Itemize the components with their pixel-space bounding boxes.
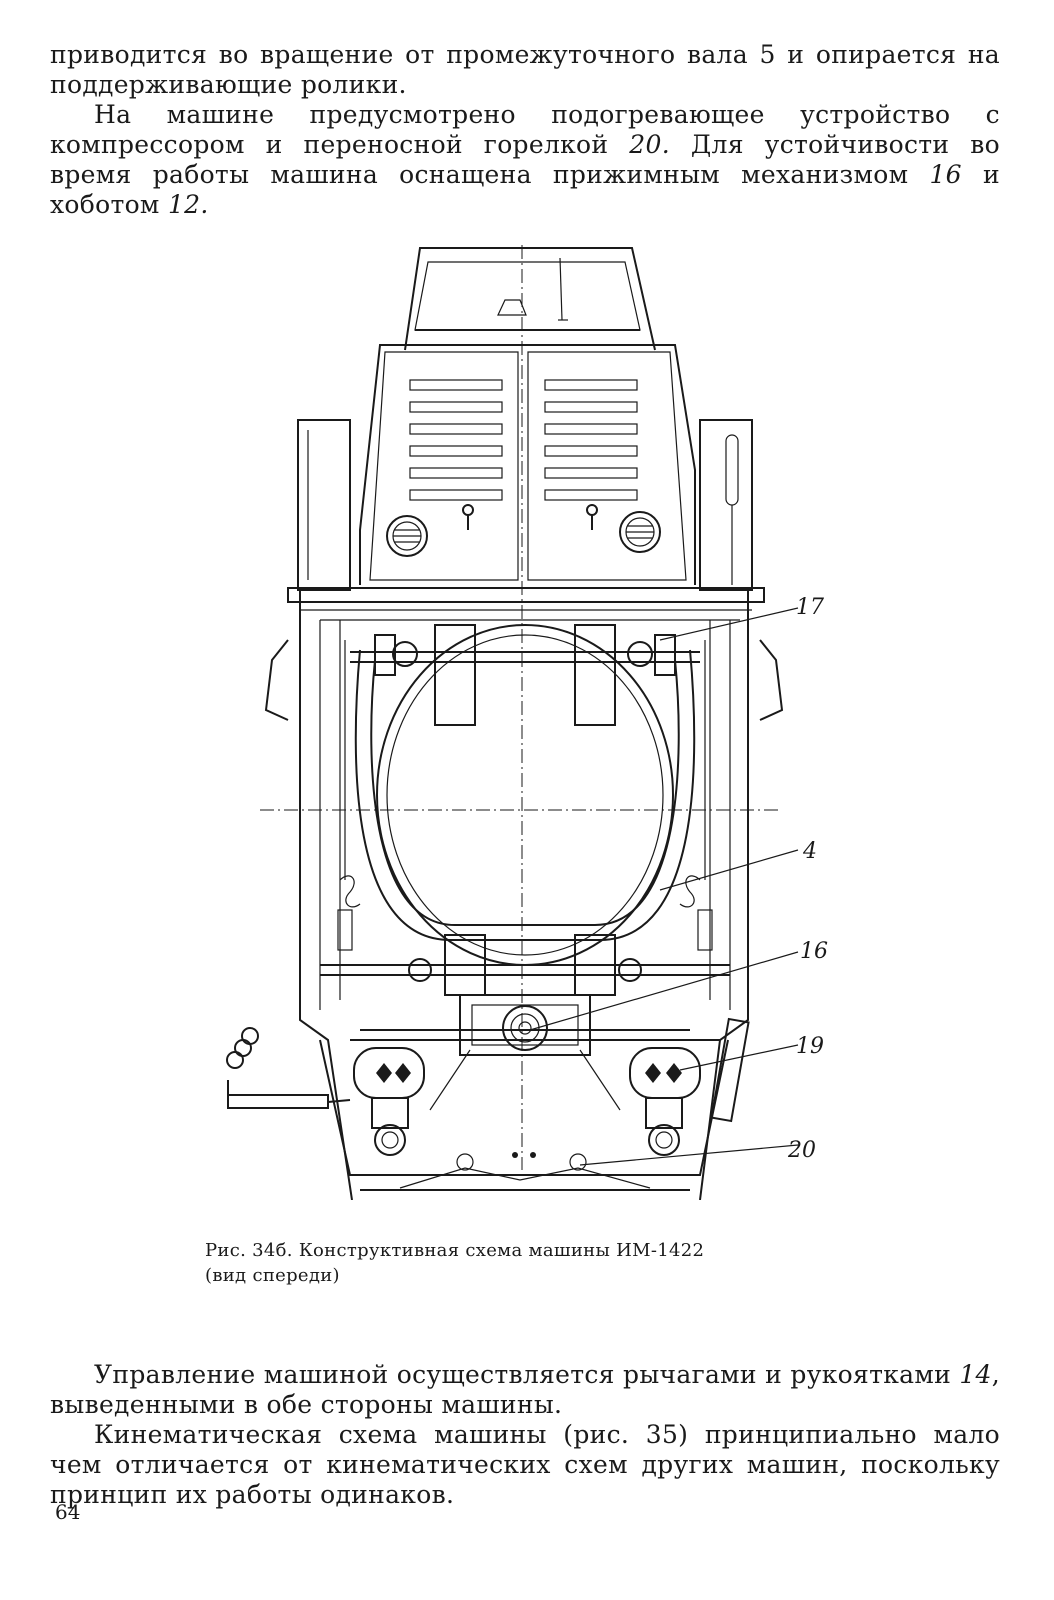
callout-label: 17 (796, 595, 824, 620)
paragraph-heating-device: На машине предусмотрено подогревающее ус… (50, 100, 1000, 220)
page-number: 64 (55, 1500, 81, 1524)
figure-caption: Рис. 34б. Конструктивная схема машины ИМ… (205, 1238, 845, 1288)
figure-caption-title: Рис. 34б. Конструктивная схема машины ИМ… (205, 1240, 705, 1261)
paragraph-kinematics: Кинематическая схема машины (рис. 35) пр… (50, 1420, 1000, 1510)
callout-label: 20 (787, 1138, 816, 1163)
reference-number: 12. (167, 190, 209, 219)
paragraph-controls: Управление машиной осуществляется рычага… (50, 1360, 1000, 1420)
paragraph-continuation: приводится во вращение от промежуточного… (50, 40, 1000, 100)
machine-schematic-drawing: 17 4 16 19 20 (226, 245, 828, 1201)
reference-number: 16 (929, 160, 962, 189)
callout-label: 19 (796, 1034, 824, 1059)
paragraph-text: , выведенными в обе стороны машины. (50, 1360, 1000, 1419)
paragraph-text: и хоботом (50, 160, 1000, 219)
paragraph-text: Управление машиной осуществляется рычага… (94, 1360, 960, 1389)
machine-front-view-figure: 17 4 16 19 20 (200, 240, 840, 1201)
reference-number: 20. (629, 130, 670, 159)
paragraph-text: На машине предусмотрено подогревающее ус… (50, 100, 1000, 159)
reference-number: 14 (959, 1360, 992, 1389)
paragraph-text: Кинематическая схема машины (рис. 35) пр… (50, 1420, 1000, 1509)
paragraph-text: Для устойчивости во время работы машина … (50, 130, 1000, 189)
callout-label: 4 (802, 839, 817, 864)
callout-label: 16 (800, 939, 828, 964)
figure-caption-subtitle: (вид спереди) (205, 1265, 340, 1286)
paragraph-text: приводится во вращение от промежуточного… (50, 40, 1000, 99)
